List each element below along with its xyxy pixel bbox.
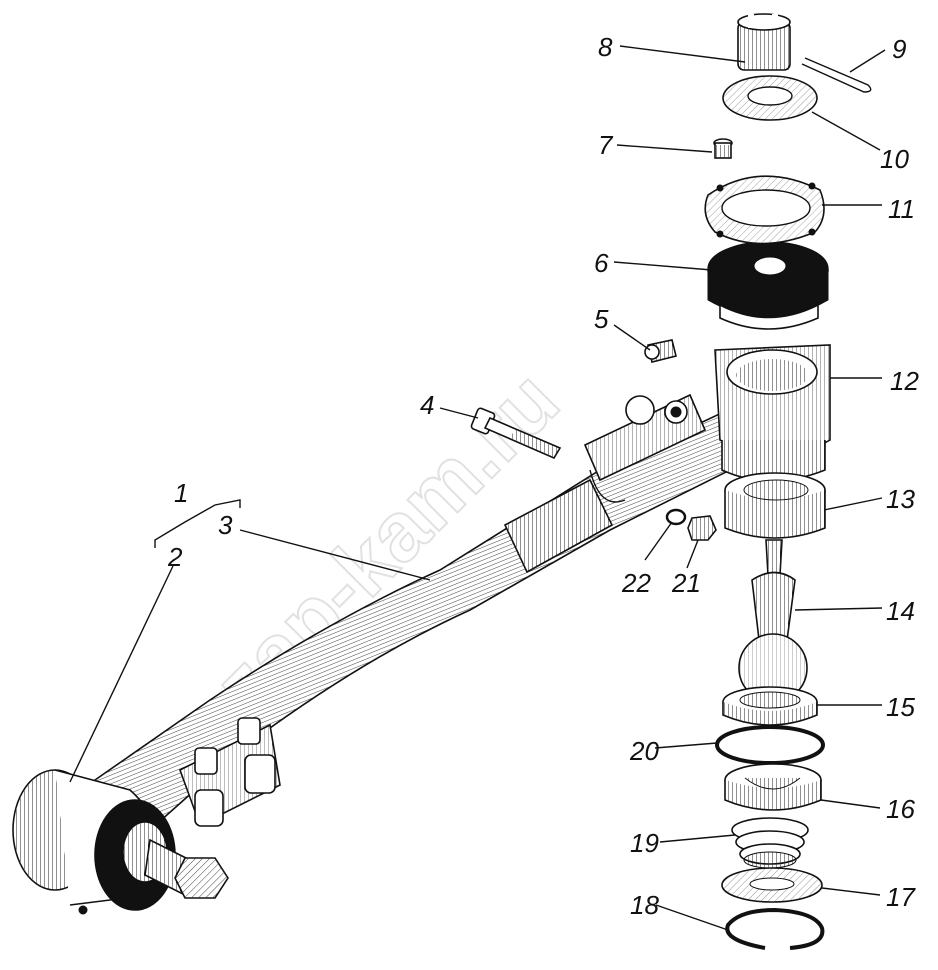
ball-pin-14 — [738, 539, 808, 703]
label-2: 2 — [167, 542, 183, 572]
plug-7 — [713, 138, 733, 159]
label-8: 8 — [598, 32, 613, 62]
socket-body-12 — [714, 344, 831, 482]
insert-16 — [724, 763, 822, 811]
label-17: 17 — [886, 882, 916, 912]
nut-21 — [687, 515, 717, 541]
arm-clamp — [583, 393, 707, 503]
label-14: 14 — [886, 596, 915, 626]
label-1: 1 — [174, 478, 188, 508]
label-9: 9 — [892, 34, 906, 64]
grease-fitting-5 — [644, 339, 677, 363]
label-5: 5 — [594, 304, 609, 334]
ring-13 — [724, 472, 826, 539]
lever-head — [12, 769, 229, 915]
label-22: 22 — [621, 568, 651, 598]
leader-lines — [69, 45, 886, 931]
washer-17 — [721, 867, 823, 903]
label-3: 3 — [218, 510, 233, 540]
spring-washer-22 — [665, 508, 687, 526]
label-19: 19 — [630, 828, 659, 858]
washer-10 — [722, 75, 818, 121]
label-7: 7 — [598, 130, 614, 160]
bolt-4 — [470, 407, 562, 460]
cotter-pin-9 — [801, 57, 872, 93]
label-6: 6 — [594, 248, 609, 278]
label-12: 12 — [890, 366, 919, 396]
label-16: 16 — [886, 794, 915, 824]
gasket-11 — [704, 175, 825, 245]
label-18: 18 — [630, 890, 659, 920]
spring-19 — [731, 817, 809, 869]
retaining-ring-18 — [725, 907, 825, 950]
castle-nut-8 — [737, 13, 791, 71]
steering-arm — [93, 393, 792, 832]
label-21: 21 — [671, 568, 701, 598]
insert-15 — [722, 686, 818, 726]
callout-labels: 1 2 3 4 5 6 7 8 9 10 11 12 13 14 15 16 1… — [167, 32, 919, 920]
lower-clamp — [179, 717, 281, 827]
label-13: 13 — [886, 484, 915, 514]
spring-section — [503, 478, 614, 574]
label-10: 10 — [880, 144, 909, 174]
label-11: 11 — [888, 194, 915, 224]
label-4: 4 — [420, 390, 434, 420]
o-ring-20 — [715, 725, 825, 765]
label-20: 20 — [629, 736, 659, 766]
cover-6 — [707, 241, 829, 330]
label-15: 15 — [886, 692, 915, 722]
